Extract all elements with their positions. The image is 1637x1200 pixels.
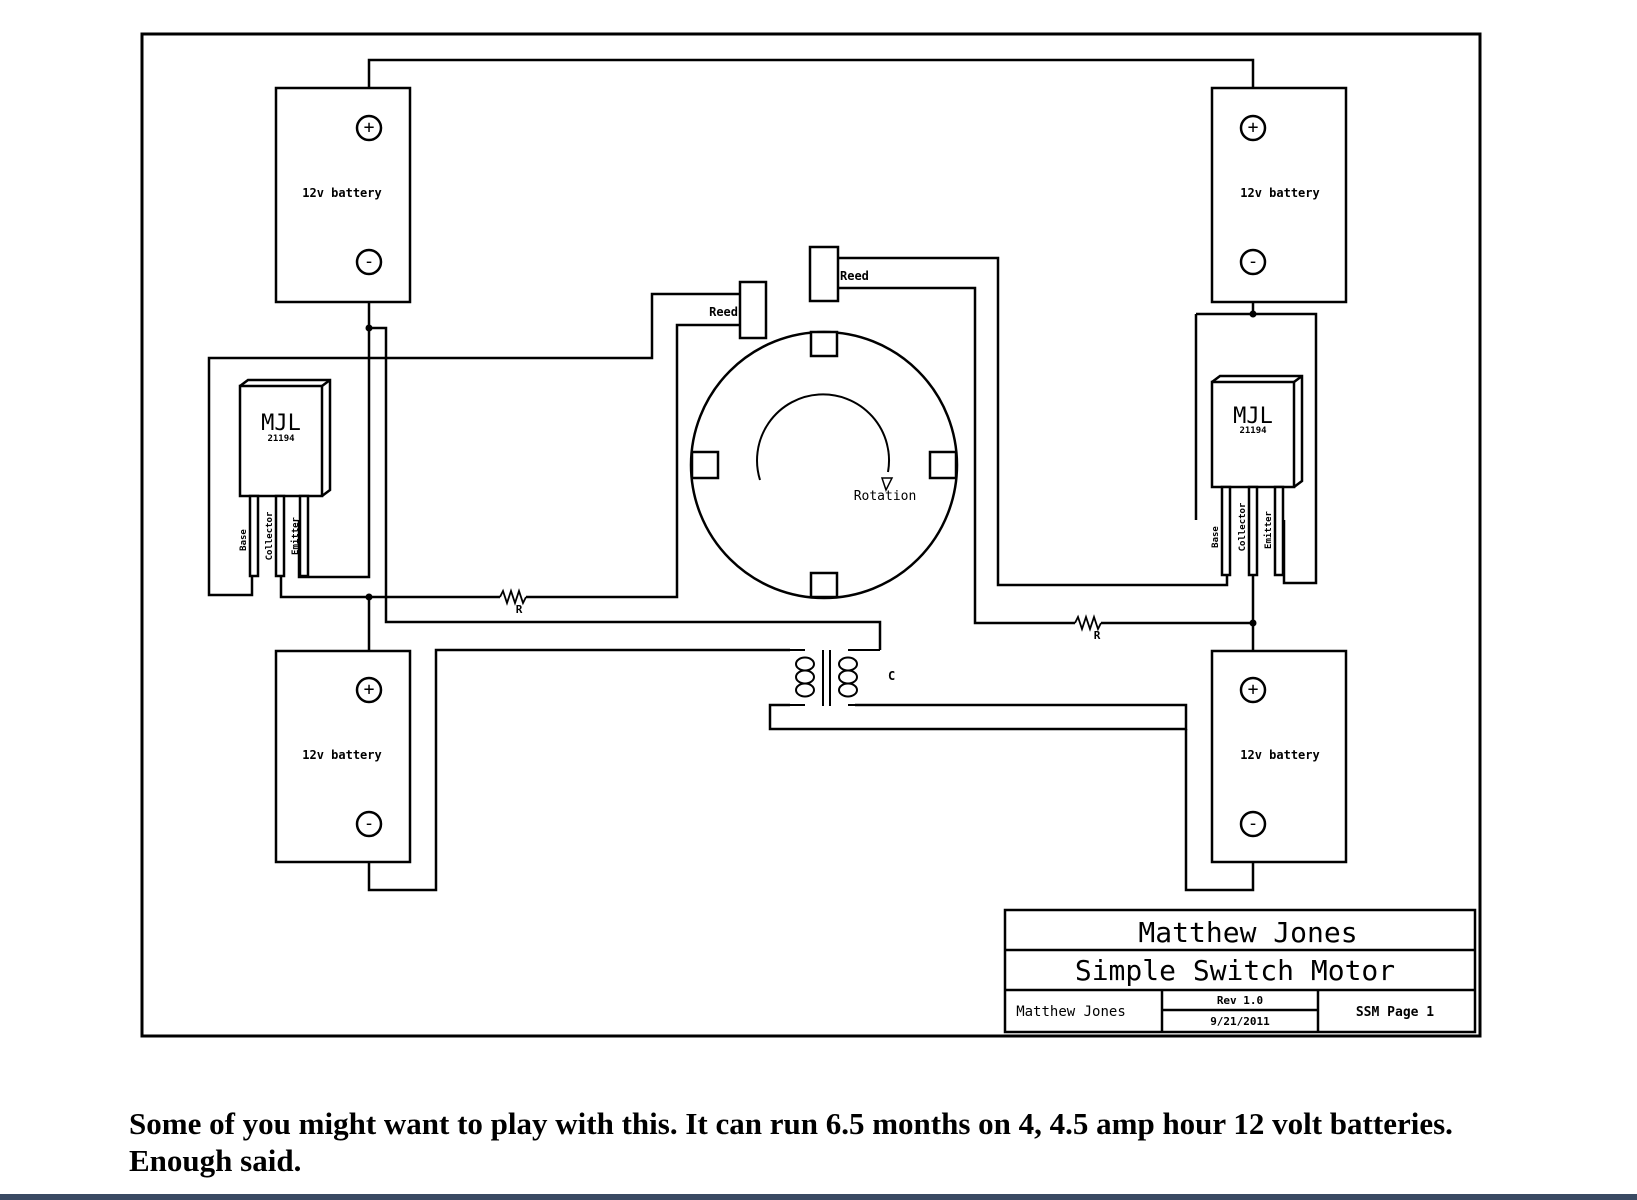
title-block-date: 9/21/2011 xyxy=(1210,1015,1270,1028)
battery-negative-terminal xyxy=(355,248,383,276)
resistor-label: R xyxy=(516,603,523,616)
resistor-right: R xyxy=(1074,614,1102,642)
transistor-name: MJL xyxy=(261,411,301,436)
rotor-magnet-right xyxy=(928,450,958,480)
coil-label: C xyxy=(888,669,895,683)
transistor-body xyxy=(238,384,324,498)
title-block: Matthew Jones Simple Switch Motor Matthe… xyxy=(1003,908,1477,1034)
rotation-arrowhead-icon xyxy=(880,477,894,492)
battery-negative-terminal xyxy=(1239,810,1267,838)
title-block-drawn-by: Matthew Jones xyxy=(1016,1004,1126,1020)
transistor-right: MJL 21194 Base Collector Emitter xyxy=(1210,374,1304,577)
transistor-name: MJL xyxy=(1233,404,1273,429)
transistor-pin-collector xyxy=(274,494,286,578)
battery-positive-terminal xyxy=(1239,114,1267,142)
battery-label: 12v battery xyxy=(302,186,381,200)
battery-label: 12v battery xyxy=(1240,748,1319,762)
pin-label-base: Base xyxy=(1211,526,1221,548)
transistor-pin-collector xyxy=(1247,485,1259,577)
battery-bottom-left: + - 12v battery xyxy=(274,649,412,864)
reed-switch-body xyxy=(808,245,840,303)
rotor-magnet-left xyxy=(690,450,720,480)
battery-label: 12v battery xyxy=(302,748,381,762)
rotor-circle xyxy=(689,330,959,600)
transistor-pin-base xyxy=(1220,485,1232,577)
pin-label-emitter: Emitter xyxy=(1263,510,1274,549)
battery-negative-terminal xyxy=(355,810,383,838)
transistor-left: MJL 21194 Base Collector Emitter xyxy=(238,378,332,578)
reed-switch-left: Reed xyxy=(709,280,768,340)
title-block-title: Simple Switch Motor xyxy=(1075,954,1395,987)
transistor-pin-emitter xyxy=(298,494,310,578)
battery-body xyxy=(1210,86,1348,304)
coil-transformer: C xyxy=(790,649,895,706)
resistor-label: R xyxy=(1094,629,1101,642)
drawing-border xyxy=(140,32,1482,1038)
battery-negative-label: - xyxy=(1248,251,1259,272)
title-block-page: SSM Page 1 xyxy=(1356,1005,1434,1020)
resistor-left: R xyxy=(499,588,527,616)
battery-bottom-right: + - 12v battery xyxy=(1210,649,1348,864)
battery-positive-terminal xyxy=(355,114,383,142)
battery-negative-label: - xyxy=(1248,813,1259,834)
rotor-magnet-top xyxy=(809,330,839,358)
battery-positive-label: + xyxy=(1248,679,1259,700)
transistor-pin-emitter xyxy=(1273,485,1285,577)
battery-negative-label: - xyxy=(364,251,375,272)
battery-body xyxy=(274,649,412,864)
transistor-part-number: 21194 xyxy=(267,434,295,444)
rotor-magnet-bottom xyxy=(809,571,839,599)
transistor-pin-base xyxy=(248,494,260,578)
window-bottom-edge xyxy=(0,1194,1637,1200)
battery-positive-label: + xyxy=(1248,117,1259,138)
reed-switch-body xyxy=(738,280,768,340)
battery-positive-label: + xyxy=(364,117,375,138)
battery-positive-terminal xyxy=(355,676,383,704)
reed-label: Reed xyxy=(840,269,869,283)
battery-negative-label: - xyxy=(364,813,375,834)
title-block-author: Matthew Jones xyxy=(1138,916,1357,949)
battery-negative-terminal xyxy=(1239,248,1267,276)
battery-positive-terminal xyxy=(1239,676,1267,704)
battery-top-left: + - 12v battery xyxy=(274,86,412,304)
title-block-revision: Rev 1.0 xyxy=(1217,994,1263,1007)
pin-label-collector: Collector xyxy=(265,511,275,560)
battery-top-right: + - 12v battery xyxy=(1210,86,1348,304)
wiring xyxy=(207,58,1318,892)
reed-label: Reed xyxy=(709,305,738,319)
junction-dots xyxy=(365,310,1257,627)
rotor: Rotation xyxy=(689,330,959,600)
pin-label-collector: Collector xyxy=(1238,502,1248,551)
battery-body xyxy=(1210,649,1348,864)
transistor-part-number: 21194 xyxy=(1239,426,1267,436)
rotation-label: Rotation xyxy=(854,489,917,504)
reed-switch-right: Reed xyxy=(808,245,869,303)
pin-label-emitter: Emitter xyxy=(290,516,301,555)
rotation-arrow xyxy=(756,393,891,481)
pin-label-base: Base xyxy=(239,529,249,551)
battery-label: 12v battery xyxy=(1240,186,1319,200)
caption-text: Some of you might want to play with this… xyxy=(129,1106,1453,1178)
battery-positive-label: + xyxy=(364,679,375,700)
battery-body xyxy=(274,86,412,304)
